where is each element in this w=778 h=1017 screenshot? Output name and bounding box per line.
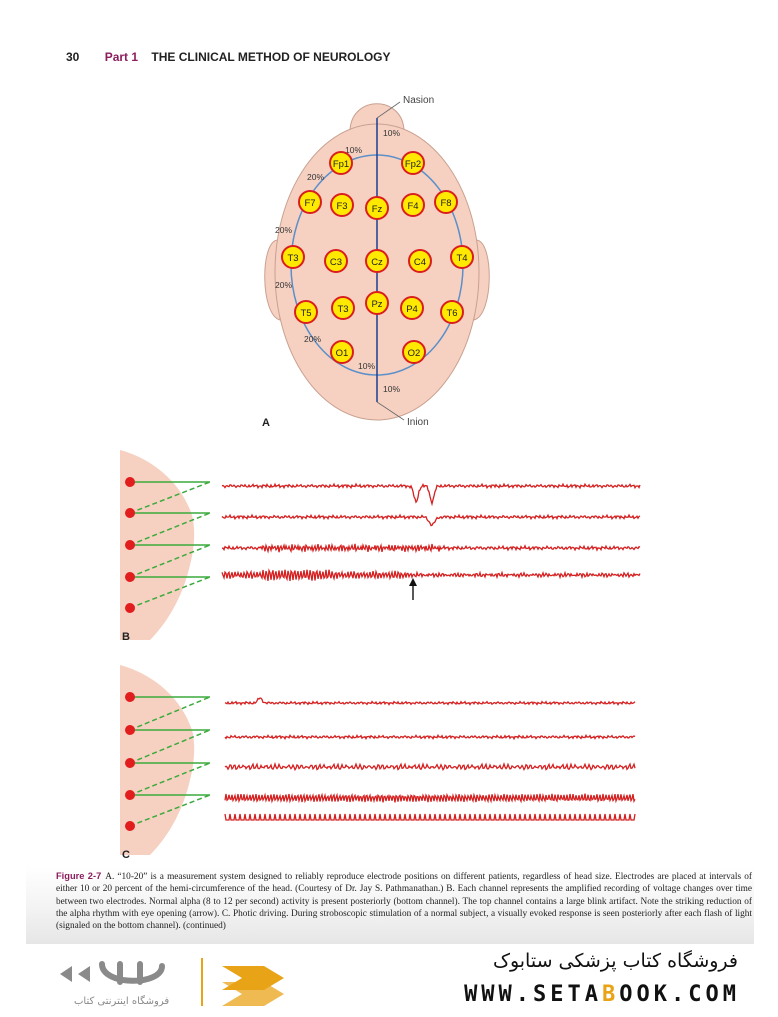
eeg-trace xyxy=(224,733,636,741)
electrode-label: C4 xyxy=(414,257,426,268)
electrode: C3 xyxy=(324,249,348,273)
figure-c-eeg-traces: C xyxy=(120,665,636,861)
eeg-trace xyxy=(224,761,636,772)
percent-label: 10% xyxy=(383,128,400,138)
store-url-part: OOK.COM xyxy=(619,982,740,1007)
eeg-trace xyxy=(221,568,641,582)
electrode-label: C3 xyxy=(330,257,342,268)
electrode-label: Pz xyxy=(371,299,382,310)
electrode: Cz xyxy=(365,249,389,273)
electrode-label: T4 xyxy=(456,253,467,264)
part-label: Part 1 xyxy=(104,50,139,64)
electrode: T5 xyxy=(294,300,318,324)
electrode: P4 xyxy=(400,296,424,320)
electrode-chain xyxy=(129,696,211,827)
figure-label: Figure 2-7 xyxy=(56,871,102,881)
eeg-trace xyxy=(221,513,641,527)
electrode-label: F7 xyxy=(304,198,315,209)
percent-label: 10% xyxy=(345,145,362,155)
electrode: F3 xyxy=(330,193,354,217)
figure-b-eeg-traces: B xyxy=(120,450,641,643)
scalp-electrodes xyxy=(125,477,135,613)
eeg-trace xyxy=(224,792,636,804)
panel-letter-b: B xyxy=(122,631,130,643)
electrode: C4 xyxy=(408,249,432,273)
electrode-label: T5 xyxy=(300,308,311,319)
percent-label: 20% xyxy=(307,172,324,182)
percent-label: 10% xyxy=(358,361,375,371)
electrode: Fz xyxy=(365,196,389,220)
eeg-trace xyxy=(221,542,641,554)
electrode-label: Fp1 xyxy=(333,159,349,170)
setabook-logo: فروشگاه اینترنتی کتاب xyxy=(60,958,284,1007)
footer-banner: فروشگاه اینترنتی کتاب فروشگاه کتاب پزشکی… xyxy=(0,944,778,1017)
electrode: Pz xyxy=(365,291,389,315)
electrode-label: Fz xyxy=(372,204,383,215)
eeg-trace xyxy=(224,813,636,821)
electrode: Fp2 xyxy=(401,151,425,175)
electrode-label: T3 xyxy=(337,304,348,315)
electrode-label: T3 xyxy=(287,253,298,264)
caption-text: A. “10-20” is a measurement system desig… xyxy=(56,872,752,932)
electrode: F7 xyxy=(298,190,322,214)
store-name: فروشگاه کتاب پزشکی ستابوک xyxy=(492,950,738,972)
electrode: T6 xyxy=(440,300,464,324)
inion-leader xyxy=(376,401,405,421)
electrode-label: F4 xyxy=(407,201,418,212)
electrode-label: P4 xyxy=(406,304,418,315)
figure-a-head-diagram: Nasion Inion 10% 10% 20% 20% 20% 20% 10%… xyxy=(262,95,490,429)
nasion-label: Nasion xyxy=(403,95,434,106)
eeg-traces xyxy=(224,697,636,821)
percent-label: 20% xyxy=(275,225,292,235)
nose xyxy=(349,103,405,131)
electrode-label: Cz xyxy=(371,257,383,268)
panel-letter-a: A xyxy=(262,417,270,429)
eeg-trace xyxy=(221,482,641,507)
electrode: O2 xyxy=(402,340,426,364)
electrode: T3 xyxy=(331,296,355,320)
panel-letter-c: C xyxy=(122,849,130,861)
store-url-part: WWW.SETA xyxy=(464,982,603,1007)
percent-label: 20% xyxy=(275,280,292,290)
electrode: F4 xyxy=(401,193,425,217)
eeg-trace xyxy=(224,697,636,706)
electrode-label: F3 xyxy=(336,201,347,212)
electrode-label: Fp2 xyxy=(405,159,421,170)
percent-label: 20% xyxy=(304,334,321,344)
electrode: F8 xyxy=(434,190,458,214)
store-url-highlight: B xyxy=(602,982,620,1007)
electrode-label: O2 xyxy=(408,348,421,359)
electrode: T3 xyxy=(281,245,305,269)
eeg-traces xyxy=(221,482,641,582)
inion-label: Inion xyxy=(407,417,429,428)
store-url: WWW.SETABOOK.COM xyxy=(464,982,740,1007)
nasion-leader xyxy=(376,101,401,119)
logo-subtitle: فروشگاه اینترنتی کتاب xyxy=(74,995,169,1007)
electrode-chain xyxy=(129,481,211,609)
page-header: 30 Part 1 THE CLINICAL METHOD OF NEUROLO… xyxy=(66,50,391,64)
percent-label: 10% xyxy=(383,384,400,394)
electrode-label: O1 xyxy=(336,348,349,359)
electrode: Fp1 xyxy=(329,151,353,175)
electrode-label: F8 xyxy=(440,198,451,209)
electrode: T4 xyxy=(450,245,474,269)
part-title: THE CLINICAL METHOD OF NEUROLOGY xyxy=(151,50,391,64)
head-profile xyxy=(120,665,195,855)
electrode: O1 xyxy=(330,340,354,364)
scalp-electrodes xyxy=(125,692,135,831)
electrode-label: T6 xyxy=(446,308,457,319)
eye-opening-arrow xyxy=(409,578,417,600)
page-number: 30 xyxy=(66,50,80,64)
